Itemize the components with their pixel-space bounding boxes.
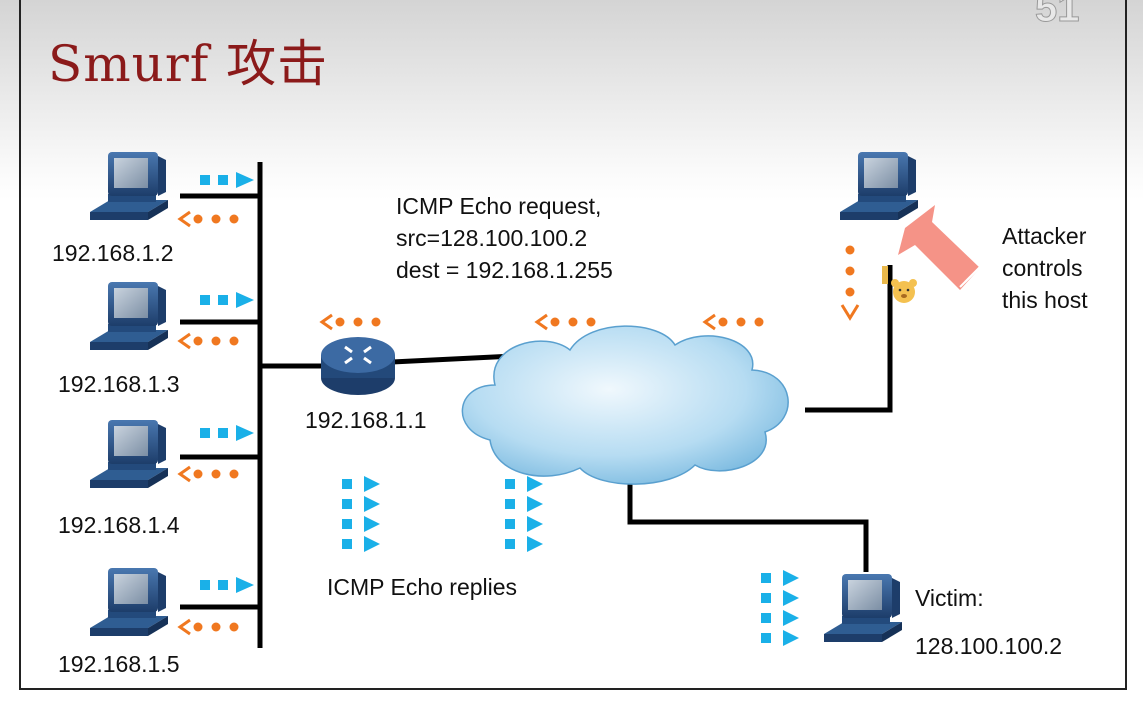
- request-line-1: ICMP Echo request,: [396, 193, 602, 219]
- bear-icon: [882, 266, 917, 303]
- router-icon: [321, 337, 395, 395]
- reply-arrow-right-icon: [200, 292, 254, 308]
- replies-label: ICMP Echo replies: [327, 574, 518, 600]
- host-label: 192.168.1.5: [58, 651, 180, 677]
- reply-arrow-right-icon: [200, 425, 254, 441]
- request-arrow-left-icon: [702, 313, 764, 331]
- host-computer-icon: [90, 420, 168, 488]
- host-label: 192.168.1.3: [58, 371, 180, 397]
- attacker-line-2: controls: [1002, 255, 1083, 281]
- attacker-pointer-arrow: [898, 205, 986, 290]
- victim-label: Victim:: [915, 585, 984, 611]
- reply-arrow-stack-icon: [761, 570, 799, 646]
- request-arrow-left-icon: [319, 313, 381, 331]
- reply-arrow-stack-icon: [342, 476, 380, 552]
- host-computer-icon: [90, 568, 168, 636]
- host-label: 192.168.1.4: [58, 512, 180, 538]
- attacker-computer-icon: [840, 152, 918, 220]
- host-computer-icon: [90, 282, 168, 350]
- attacker-line-1: Attacker: [1002, 223, 1087, 249]
- victim-address: 128.100.100.2: [915, 633, 1063, 659]
- slide-frame: [19, 0, 1127, 690]
- host-label: 192.168.1.2: [52, 240, 174, 266]
- slide-title: Smurf 攻击: [48, 35, 329, 93]
- watermark-logo: 51: [1035, 0, 1080, 31]
- reply-arrow-right-icon: [200, 577, 254, 593]
- reply-arrow-right-icon: [200, 172, 254, 188]
- request-arrow-down-icon: [840, 245, 860, 321]
- router-label: 192.168.1.1: [305, 407, 427, 433]
- request-arrow-left-icon: [534, 313, 596, 331]
- host-computer-icon: [90, 152, 168, 220]
- request-arrow-left-icon: [177, 618, 239, 636]
- request-arrow-left-icon: [177, 210, 239, 228]
- attacker-line-3: this host: [1002, 287, 1088, 313]
- reply-arrow-stack-icon: [505, 476, 543, 552]
- request-arrow-left-icon: [177, 332, 239, 350]
- request-arrow-left-icon: [177, 465, 239, 483]
- internet-cloud: [461, 325, 789, 485]
- request-line-3: dest = 192.168.1.255: [396, 257, 613, 283]
- request-line-2: src=128.100.100.2: [396, 225, 588, 251]
- victim-computer-icon: [824, 574, 902, 642]
